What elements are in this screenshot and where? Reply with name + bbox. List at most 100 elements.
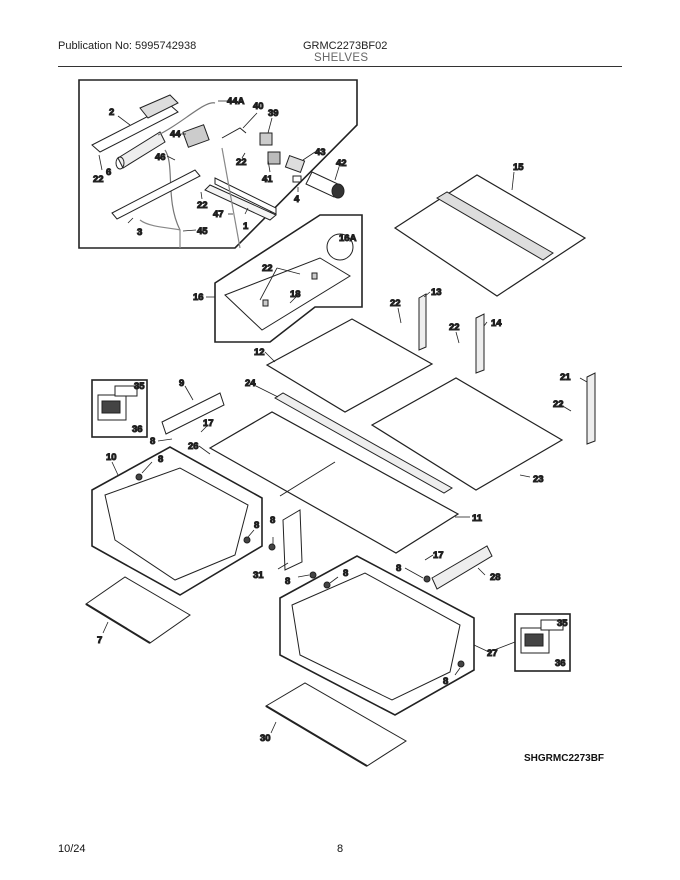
- panel-water-module: [78, 79, 358, 249]
- callout-28: 28: [490, 572, 501, 583]
- callout-47: 47: [213, 209, 224, 220]
- callout-44A: 44A: [227, 96, 245, 107]
- part-18-pad: [262, 299, 269, 307]
- callout-8-a: 8: [150, 436, 155, 447]
- part-28-bracket: [431, 545, 493, 590]
- callout-8-d: 8: [270, 515, 275, 526]
- part-8-knob-7: [457, 660, 465, 668]
- part-8-knob-6: [323, 581, 331, 589]
- part-12-shelf: [265, 318, 434, 413]
- header-divider: [58, 66, 622, 67]
- callout-22-f: 22: [449, 322, 460, 333]
- part-35-label-2: [540, 619, 564, 631]
- callout-12: 12: [254, 347, 265, 358]
- callout-7: 7: [97, 635, 102, 646]
- part-drawer-right: [291, 572, 461, 701]
- part-41-connector: [267, 151, 281, 165]
- callout-26: 26: [188, 441, 199, 452]
- callout-11: 11: [472, 513, 483, 524]
- part-21-rail: [586, 372, 596, 445]
- callout-44: 44: [170, 129, 181, 140]
- part-8-knob-3: [268, 543, 276, 551]
- part-30-trim: [265, 705, 368, 767]
- callout-31: 31: [253, 570, 264, 581]
- callout-8-g: 8: [343, 568, 348, 579]
- callout-8-h: 8: [443, 676, 448, 687]
- part-16-shelf: [224, 257, 351, 331]
- part-36-grille: [101, 400, 121, 414]
- callout-8-e: 8: [285, 576, 290, 587]
- part-11-divider: [279, 461, 336, 497]
- callout-4: 4: [294, 194, 300, 205]
- callout-22-e: 22: [390, 298, 401, 309]
- callout-13: 13: [431, 287, 442, 298]
- callout-18: 18: [290, 289, 301, 300]
- callout-15: 15: [513, 162, 524, 173]
- part-35-label: [114, 385, 138, 397]
- part-8-knob-4: [309, 571, 317, 579]
- part-47-tube: [221, 147, 241, 249]
- callout-36-a: 36: [132, 424, 143, 435]
- callout-30: 30: [260, 733, 271, 744]
- panel-27-box: [514, 613, 571, 672]
- callout-22-c: 22: [197, 200, 208, 211]
- callout-16: 16: [193, 292, 204, 303]
- part-23-shelf: [370, 377, 564, 491]
- panel-10-box: [91, 379, 148, 438]
- part-8-knob: [135, 473, 143, 481]
- callout-8-f: 8: [396, 563, 401, 574]
- callout-10: 10: [106, 452, 117, 463]
- callout-17-b: 17: [433, 550, 444, 561]
- part-40-clip: [221, 127, 247, 139]
- part-43-bracket: [284, 154, 306, 174]
- callout-46: 46: [155, 152, 166, 163]
- detail-16A: [326, 233, 354, 261]
- callout-16A: 16A: [339, 233, 357, 244]
- part-44-valve: [182, 124, 210, 148]
- callout-2: 2: [109, 107, 114, 118]
- page-number: 8: [337, 843, 344, 855]
- callout-27: 27: [487, 648, 498, 659]
- part-42-filter: [305, 171, 345, 199]
- part-15-shelf: [393, 174, 587, 297]
- callout-41: 41: [262, 174, 273, 185]
- callout-22-d: 22: [262, 263, 273, 274]
- callout-22-b: 22: [236, 157, 247, 168]
- callout-6: 6: [106, 167, 111, 178]
- callout-22-a: 22: [93, 174, 104, 185]
- part-18-pad-2: [311, 272, 318, 280]
- leader-lines: [98, 100, 588, 734]
- callout-24: 24: [245, 378, 256, 389]
- part-4-label: [292, 175, 302, 183]
- part-26-frame: [208, 411, 460, 554]
- part-7-cover: [85, 576, 191, 644]
- part-3-bracket: [111, 169, 201, 220]
- part-6-filter-tube: [115, 131, 166, 170]
- callout-40: 40: [253, 101, 264, 112]
- panel-shelf-16: [214, 214, 363, 343]
- part-8-knob-2: [243, 536, 251, 544]
- callout-14: 14: [491, 318, 502, 329]
- callout-3: 3: [137, 227, 142, 238]
- callout-39: 39: [268, 108, 279, 119]
- callout-36-b: 36: [555, 658, 566, 669]
- callout-17-a: 17: [203, 418, 214, 429]
- drawing-code: SHGRMC2273BF: [524, 753, 605, 764]
- callout-8-c: 8: [254, 520, 259, 531]
- callout-43: 43: [315, 147, 326, 158]
- part-39-housing: [259, 132, 273, 146]
- part-2-housing: [91, 94, 179, 153]
- footer-date: 10/24: [58, 843, 86, 855]
- callout-1: 1: [243, 221, 249, 232]
- panel-drawer-left: [91, 446, 263, 596]
- part-31-support: [282, 509, 303, 571]
- part-1-cover: [204, 177, 277, 221]
- part-9-bracket: [161, 392, 225, 435]
- part-13-rail: [418, 293, 427, 351]
- callout-22-g: 22: [553, 399, 564, 410]
- part-drawer-left: [104, 467, 249, 581]
- part-7-trim: [85, 603, 151, 644]
- section-title: SHELVES: [314, 52, 369, 64]
- callout-45: 45: [197, 226, 208, 237]
